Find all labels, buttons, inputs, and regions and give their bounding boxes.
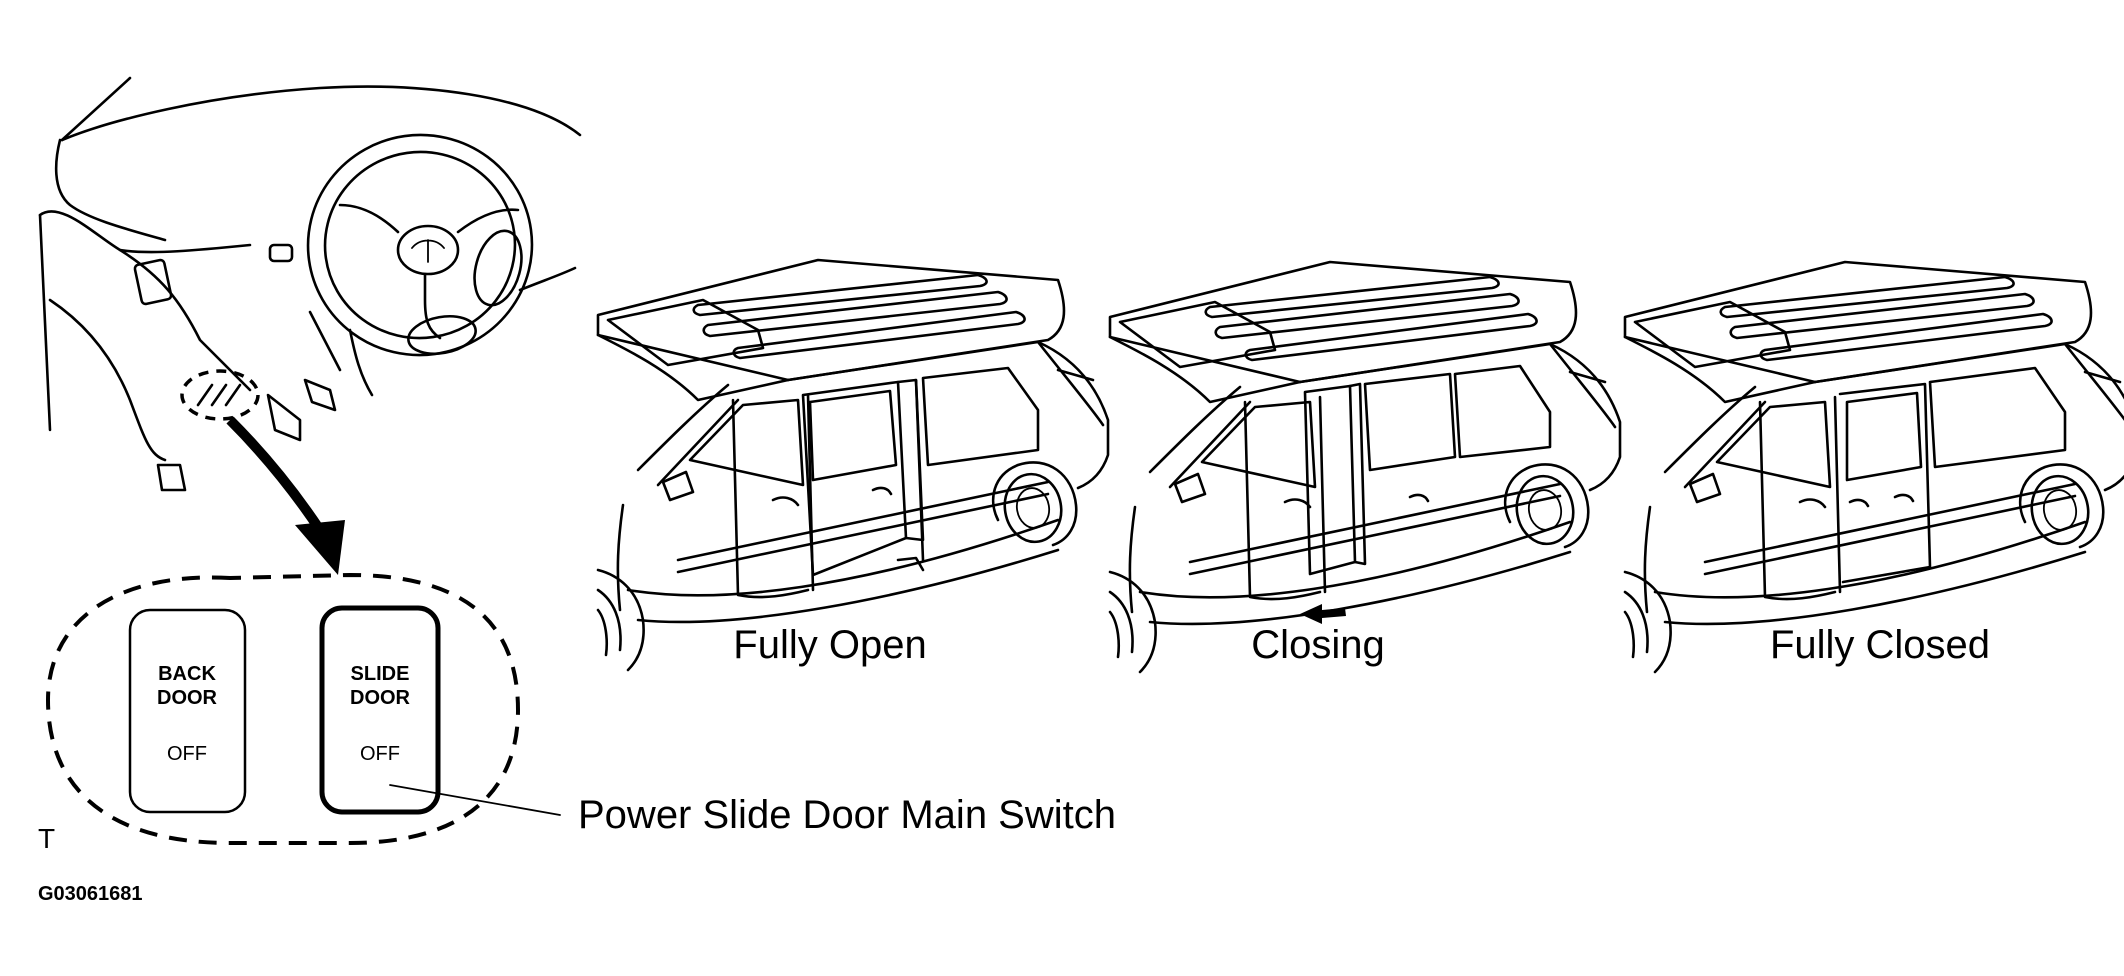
slide-door-switch-state: OFF	[360, 743, 400, 765]
van-closing	[1108, 260, 1622, 674]
slide-door-switch[interactable]: SLIDE DOOR OFF	[319, 605, 441, 815]
callout-outline	[45, 572, 521, 845]
back-door-switch-state: OFF	[167, 743, 207, 765]
slide-door-switch-label-line1: SLIDE	[351, 663, 410, 685]
back-door-switch-label-line2: DOOR	[157, 687, 218, 709]
back-door-switch[interactable]: BACK DOOR OFF	[128, 608, 247, 814]
van-fully-open	[596, 258, 1110, 672]
callout-leader-line	[389, 784, 561, 816]
back-door-switch-label-line1: BACK	[158, 663, 216, 685]
dashboard-illustration	[38, 76, 582, 575]
panel-1-caption: Fully Open	[733, 623, 926, 667]
van-fully-closed	[1623, 260, 2124, 674]
panel-2-caption: Closing	[1251, 623, 1384, 667]
slide-door-switch-label-line2: DOOR	[350, 687, 411, 709]
callout-label: Power Slide Door Main Switch	[578, 793, 1116, 837]
corner-mark: T	[38, 823, 55, 854]
panel-3-caption: Fully Closed	[1770, 623, 1990, 667]
figure-code: G03061681	[38, 883, 143, 905]
closing-direction-arrow	[1300, 604, 1346, 624]
switch-callout: BACK DOOR OFF SLIDE DOOR OFF Power Slide…	[45, 572, 1116, 845]
